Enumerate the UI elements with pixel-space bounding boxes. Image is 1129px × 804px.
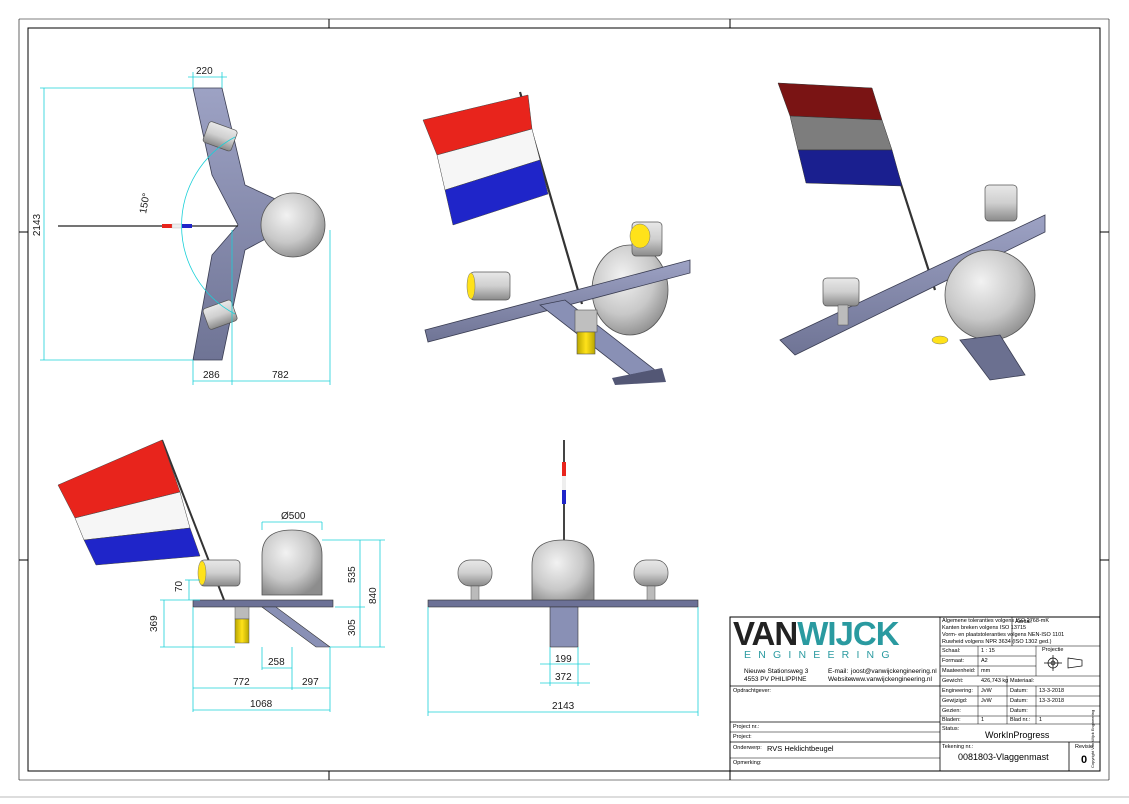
gezien-label: Gezien: bbox=[942, 708, 961, 714]
company-address-1: Nieuwe Stationsweg 3 bbox=[744, 668, 809, 675]
dim-297: 297 bbox=[302, 677, 319, 688]
top-view: 220 2143 150° 286 782 bbox=[32, 66, 331, 385]
gewijzigd-date-label: Datum: bbox=[1010, 698, 1028, 704]
dim-305: 305 bbox=[347, 619, 358, 636]
bladen-label: Bladen: bbox=[942, 717, 961, 723]
dim-diameter: Ø500 bbox=[281, 511, 306, 522]
company-logo-sub: ENGINEERING bbox=[744, 649, 897, 661]
company-logo: VANWIJCK bbox=[733, 615, 900, 652]
dim-372: 372 bbox=[555, 672, 572, 683]
formaat-value: A2 bbox=[981, 658, 988, 664]
top-view-dome bbox=[260, 192, 326, 258]
engineering-date: 13-3-2018 bbox=[1039, 688, 1065, 694]
formaat-label: Formaat: bbox=[942, 658, 965, 664]
project-label: Project: bbox=[733, 734, 752, 740]
website-label: Website: bbox=[828, 676, 854, 683]
schaal-label: Schaal: bbox=[942, 648, 961, 654]
email-value: joost@vanwijckengineering.nl bbox=[851, 668, 937, 675]
project-nr-label: Project nr.: bbox=[733, 724, 760, 730]
iso-view-2 bbox=[777, 82, 1046, 381]
engineering-date-label: Datum: bbox=[1010, 688, 1028, 694]
note-tolerances: Algemene toleranties volgens ISO 2768-mK bbox=[942, 618, 1050, 624]
dim-2143-front: 2143 bbox=[552, 701, 575, 712]
maateenheid-label: Maateenheid: bbox=[942, 668, 976, 674]
top-view-bracket bbox=[192, 87, 311, 361]
dim-840: 840 bbox=[368, 587, 379, 604]
logo-part-wijck: WIJCK bbox=[797, 615, 899, 652]
dim-258: 258 bbox=[268, 657, 285, 668]
iso-view-1 bbox=[422, 91, 691, 385]
projection-symbol bbox=[1044, 655, 1083, 671]
dim-angle: 150° bbox=[138, 192, 152, 214]
logo-part-van: VAN bbox=[733, 615, 798, 652]
note-form: Vorm- en plaatstoleranties volgens NEN-I… bbox=[942, 632, 1065, 638]
dim-2143-top: 2143 bbox=[32, 213, 43, 236]
company-address-2: 4553 PV PHILIPPINE bbox=[744, 676, 807, 683]
opmerking-label: Opmerking: bbox=[733, 760, 762, 766]
gezien-date-label: Datum: bbox=[1010, 708, 1028, 714]
dim-1068: 1068 bbox=[250, 699, 273, 710]
revisie-label: Revisie bbox=[1075, 744, 1094, 750]
dim-535: 535 bbox=[347, 566, 358, 583]
front-view: 199 372 2143 bbox=[427, 440, 699, 716]
engineering-label: Engineering: bbox=[942, 688, 973, 694]
note-edges: Kanten breken volgens ISO 13715 bbox=[942, 625, 1027, 631]
dim-199: 199 bbox=[555, 654, 572, 665]
dim-772: 772 bbox=[233, 677, 250, 688]
title-block-grid bbox=[729, 616, 1101, 772]
tekening-value: 0081803-Vlaggenmast bbox=[958, 752, 1049, 762]
tekening-label: Tekening nr.: bbox=[942, 744, 974, 750]
opdrachtgever-label: Opdrachtgever: bbox=[733, 688, 771, 694]
iso1-flag bbox=[422, 94, 549, 226]
status-value: WorkInProgress bbox=[985, 730, 1050, 740]
gewijzigd-value: JvW bbox=[981, 698, 992, 704]
engineering-value: JvW bbox=[981, 688, 992, 694]
materiaal-label: Materiaal: bbox=[1010, 678, 1035, 684]
iso2-flag bbox=[777, 82, 903, 187]
aantal-label: Aantal: bbox=[1015, 619, 1033, 625]
gewijzigd-label: Gewijzigd: bbox=[942, 698, 968, 704]
note-roughness: Ruwheid volgens NPR 3634 (ISO 1302 ged.) bbox=[942, 639, 1052, 645]
schaal-value: 1 : 15 bbox=[981, 648, 995, 654]
status-label: Status: bbox=[942, 726, 960, 732]
dim-369: 369 bbox=[149, 615, 160, 632]
bladen-value: 1 bbox=[981, 717, 985, 723]
website-value: www.vanwijckengineering.nl bbox=[851, 676, 932, 683]
side-flag bbox=[57, 439, 201, 566]
dim-70: 70 bbox=[174, 580, 185, 592]
side-view: Ø500 70 369 535 305 840 258 772 297 1068 bbox=[57, 439, 385, 712]
email-label: E-mail: bbox=[828, 668, 849, 675]
gewicht-value: 426,743 kg bbox=[981, 678, 1009, 684]
blad-label: Blad nr.: bbox=[1010, 717, 1031, 723]
dim-286: 286 bbox=[203, 370, 220, 381]
blad-value: 1 bbox=[1039, 717, 1043, 723]
dim-220: 220 bbox=[196, 66, 213, 77]
copyright-note: Copyright Van Wijck Engineering bbox=[1090, 709, 1095, 768]
onderwerp-value: RVS Heklichtbeugel bbox=[767, 744, 834, 753]
gewijzigd-date: 13-3-2018 bbox=[1039, 698, 1065, 704]
gewicht-label: Gewicht: bbox=[942, 678, 964, 684]
projectie-label: Projectie bbox=[1042, 647, 1064, 653]
onderwerp-label: Onderwerp: bbox=[733, 745, 762, 751]
maateenheid-value: mm bbox=[981, 668, 991, 674]
dim-782: 782 bbox=[272, 370, 289, 381]
revisie-value: 0 bbox=[1081, 754, 1088, 766]
